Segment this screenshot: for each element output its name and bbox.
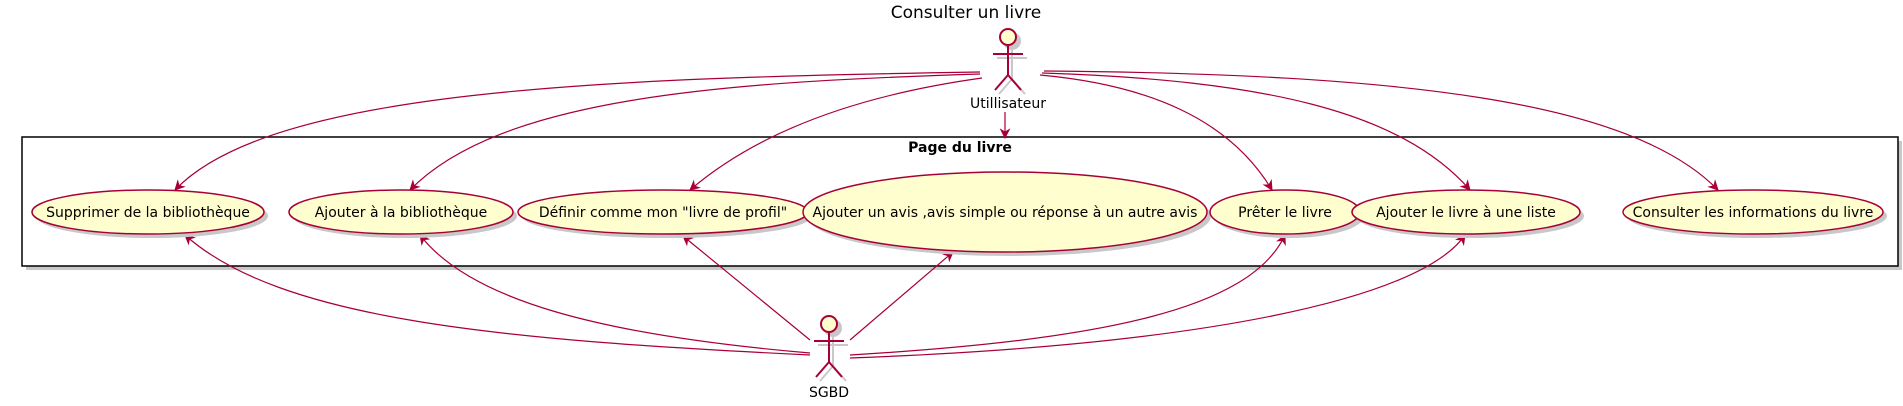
associations xyxy=(174,70,1719,359)
edge-db-definir xyxy=(682,235,811,341)
usecase-ajouter-bibliotheque: Ajouter à la bibliothèque xyxy=(288,189,517,238)
edge-db-avis xyxy=(849,251,954,341)
usecase-consulter-informations-label: Consulter les informations du livre xyxy=(1633,205,1874,221)
usecase-ajouter-avis-label: Ajouter un avis ,avis simple ou réponse … xyxy=(813,205,1198,221)
edge-db-supprimer xyxy=(184,234,811,356)
edge-user-definir xyxy=(689,77,983,191)
edge-user-ajouter-biblio xyxy=(409,73,981,191)
actor-utilisateur-label: Utillisateur xyxy=(970,96,1046,112)
usecase-ajouter-bibliotheque-label: Ajouter à la bibliothèque xyxy=(315,205,488,221)
usecase-supprimer: Supprimer de la bibliothèque xyxy=(31,189,268,238)
use-cases: Supprimer de la bibliothèque Ajouter à l… xyxy=(31,171,1887,256)
edge-db-ajouter-biblio xyxy=(419,234,811,354)
actor-utilisateur-icon xyxy=(993,28,1023,91)
diagram-title: Consulter un livre xyxy=(891,3,1041,23)
usecase-consulter-informations: Consulter les informations du livre xyxy=(1622,189,1887,238)
usecase-supprimer-label: Supprimer de la bibliothèque xyxy=(46,205,250,221)
edge-user-preter xyxy=(1039,74,1273,191)
actor-utilisateur: Utillisateur xyxy=(970,28,1046,112)
usecase-definir-profil-label: Définir comme mon "livre de profil" xyxy=(539,205,787,221)
package-label: Page du livre xyxy=(908,140,1012,156)
actor-sgbd: SGBD xyxy=(809,315,849,401)
actor-sgbd-label: SGBD xyxy=(809,385,849,401)
edge-user-consulter xyxy=(1043,70,1719,191)
usecase-preter-label: Prêter le livre xyxy=(1238,205,1332,221)
usecase-ajouter-avis: Ajouter un avis ,avis simple ou réponse … xyxy=(802,171,1211,256)
edge-user-liste xyxy=(1041,72,1471,191)
edge-user-supprimer xyxy=(174,71,981,191)
usecase-ajouter-liste-label: Ajouter le livre à une liste xyxy=(1376,205,1556,221)
edge-db-liste xyxy=(849,234,1466,359)
edge-db-preter xyxy=(849,234,1286,356)
actor-sgbd-icon xyxy=(814,315,844,378)
usecase-ajouter-liste: Ajouter le livre à une liste xyxy=(1351,189,1584,238)
usecase-definir-profil: Définir comme mon "livre de profil" xyxy=(517,189,812,238)
usecase-preter: Prêter le livre xyxy=(1209,189,1364,238)
